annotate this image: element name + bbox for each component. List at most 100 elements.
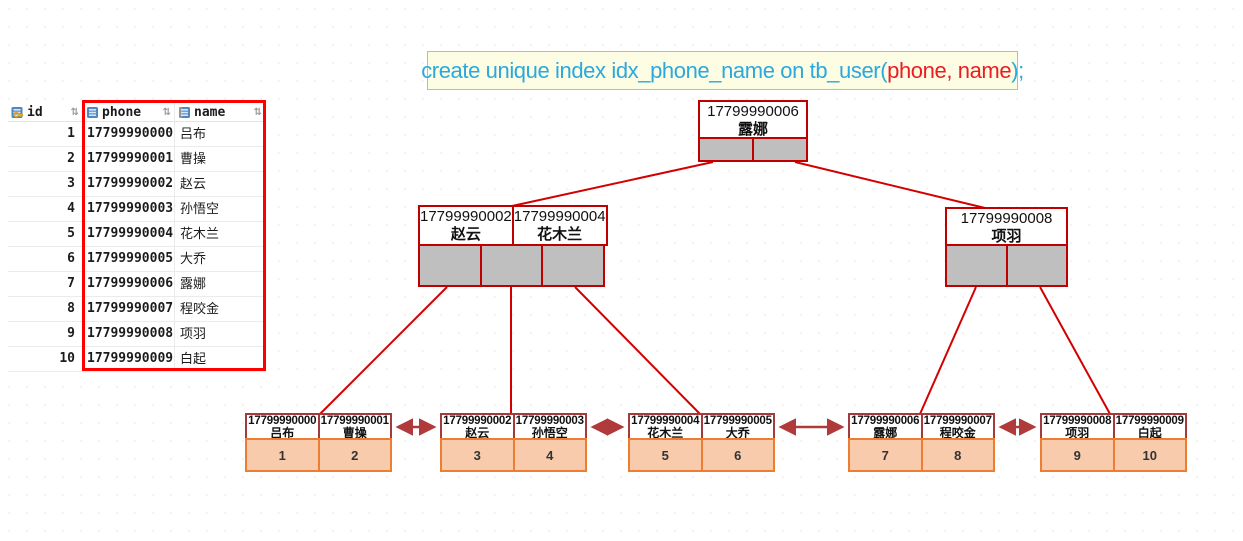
sql-text-before: create unique index idx_phone_name on tb… bbox=[421, 57, 888, 83]
leaf-id-cell: 7 bbox=[848, 438, 923, 472]
pointer-cell bbox=[698, 137, 754, 162]
sort-indicator-icon: ⇅ bbox=[70, 106, 79, 118]
leaf-id-cell: 5 bbox=[628, 438, 703, 472]
leaf-name: 白起 bbox=[1137, 426, 1162, 440]
column-header-id: id ⇅ bbox=[8, 103, 83, 121]
pointer-cell bbox=[479, 244, 544, 287]
leaf-name: 曹操 bbox=[342, 426, 367, 440]
key-name: 露娜 bbox=[737, 121, 768, 138]
leaf-name: 露娜 bbox=[873, 426, 898, 440]
table-header-row: id ⇅ phone ⇅ bbox=[8, 103, 266, 122]
leaf-phone: 17799990000 bbox=[248, 415, 317, 427]
column-icon bbox=[86, 106, 99, 119]
key-phone: 17799990002 bbox=[420, 208, 512, 225]
leaf-id-cell: 1 bbox=[245, 438, 320, 472]
phone-cell: 17799990009 bbox=[83, 347, 175, 371]
leaf-id-cell: 8 bbox=[920, 438, 995, 472]
leaf-phone: 17799990003 bbox=[515, 415, 584, 427]
column-icon bbox=[178, 106, 191, 119]
pointer-cell bbox=[541, 244, 606, 287]
pointer-cell bbox=[418, 244, 482, 287]
pointer-cell bbox=[945, 244, 1008, 287]
leaf-phone: 17799990009 bbox=[1115, 415, 1184, 427]
pointer-cell bbox=[752, 137, 808, 162]
leaf-id-cell: 4 bbox=[512, 438, 587, 472]
column-header-name: name ⇅ bbox=[175, 103, 266, 121]
phone-cell: 17799990008 bbox=[83, 322, 175, 346]
phone-cell: 17799990004 bbox=[83, 222, 175, 246]
key-phone: 17799990006 bbox=[707, 103, 799, 120]
leaf-phone: 17799990001 bbox=[320, 415, 389, 427]
tree-edge bbox=[1039, 286, 1111, 415]
leaf-phone: 17799990006 bbox=[851, 415, 920, 427]
leaf-phone: 17799990002 bbox=[443, 415, 512, 427]
sort-indicator-icon: ⇅ bbox=[253, 106, 262, 118]
internal-node-left: 17799990002 赵云 17799990004 花木兰 bbox=[418, 205, 608, 287]
leaf-name: 吕布 bbox=[270, 426, 295, 440]
leaf-id-cell: 2 bbox=[317, 438, 392, 472]
leaf-id-cell: 10 bbox=[1112, 438, 1187, 472]
tb-user-table: id ⇅ phone ⇅ bbox=[8, 103, 266, 372]
phone-cell: 17799990002 bbox=[83, 172, 175, 196]
column-label-id: id bbox=[27, 104, 43, 120]
sql-index-columns: phone, name bbox=[887, 57, 1012, 83]
sql-statement-box: create unique index idx_phone_name on tb… bbox=[421, 51, 1024, 90]
phone-cell: 17799990003 bbox=[83, 197, 175, 221]
key-name: 赵云 bbox=[450, 226, 481, 243]
leaf-name: 花木兰 bbox=[647, 426, 684, 440]
key-name: 花木兰 bbox=[537, 226, 583, 243]
leaf-name: 大乔 bbox=[725, 426, 750, 440]
leaf-name: 孙悟空 bbox=[531, 426, 568, 440]
leaf-name: 项羽 bbox=[1065, 426, 1090, 440]
leaf-phone: 17799990007 bbox=[923, 415, 992, 427]
column-label-name: name bbox=[194, 104, 226, 120]
leaf-phone: 17799990005 bbox=[703, 415, 772, 427]
tree-edge bbox=[919, 286, 977, 415]
phone-cell: 17799990005 bbox=[83, 247, 175, 271]
column-label-phone: phone bbox=[102, 104, 142, 120]
phone-cell: 17799990006 bbox=[83, 272, 175, 296]
sort-indicator-icon: ⇅ bbox=[162, 106, 171, 118]
sql-text-after: ); bbox=[1011, 57, 1024, 83]
key-phone: 17799990004 bbox=[513, 208, 606, 225]
key-cell: 17799990006 露娜 bbox=[698, 100, 808, 139]
leaf-id-cell: 3 bbox=[440, 438, 515, 472]
leaf-name: 程咬金 bbox=[939, 426, 976, 440]
phone-cell: 17799990007 bbox=[83, 297, 175, 321]
key-cell: 17799990008 项羽 bbox=[945, 207, 1068, 246]
phone-cell: 17799990001 bbox=[83, 147, 175, 171]
key-phone: 17799990008 bbox=[960, 210, 1053, 227]
tree-edge bbox=[794, 161, 986, 209]
tree-edges bbox=[319, 161, 1111, 415]
tree-edge bbox=[319, 286, 448, 415]
primary-key-column-icon bbox=[11, 106, 24, 119]
key-cell: 17799990004 花木兰 bbox=[511, 205, 608, 246]
tree-edge bbox=[511, 161, 714, 207]
phone-cell: 17799990000 bbox=[83, 122, 175, 146]
column-header-phone: phone ⇅ bbox=[83, 103, 175, 121]
key-name: 项羽 bbox=[991, 228, 1022, 245]
leaf-id-cell: 6 bbox=[700, 438, 775, 472]
